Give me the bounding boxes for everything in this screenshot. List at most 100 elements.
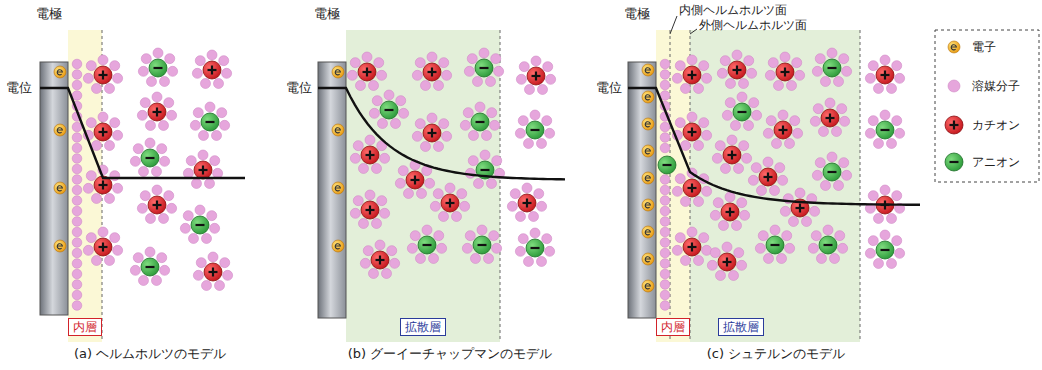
solvent-molecule (460, 201, 470, 211)
solvent-molecule (110, 118, 120, 128)
solvent-molecule (198, 131, 208, 141)
solvent-molecule (675, 61, 685, 71)
solvent-molecule (72, 269, 82, 279)
solvent-molecule (519, 62, 529, 72)
part-label: 電位 (6, 80, 32, 96)
solvent-molecule (98, 112, 108, 122)
solvent-molecule (72, 122, 82, 132)
anion (823, 163, 841, 181)
solvent-molecule (212, 131, 222, 141)
legend-text: アニオン (972, 155, 1020, 169)
solvent-molecule (486, 77, 496, 87)
solvent-molecule (72, 238, 82, 248)
cation (876, 66, 894, 84)
solvent-molecule (442, 70, 452, 80)
solvent-molecule (543, 62, 553, 72)
solvent-molecule (152, 92, 162, 102)
solvent-molecule (200, 79, 210, 89)
solvent-molecule (749, 98, 759, 108)
cation (945, 116, 963, 134)
panel-caption: (a) ヘルムホルツのモデル (74, 346, 226, 362)
solvent-molecule (830, 254, 840, 264)
solvent-molecule (694, 84, 704, 94)
solvent-molecule (537, 139, 547, 149)
solvent-molecule (72, 227, 82, 237)
solvent-molecule (660, 301, 670, 311)
solvent-molecule (687, 55, 697, 65)
solvent-molecule (191, 179, 201, 189)
layer-band (346, 30, 500, 342)
solvent-molecule (865, 73, 875, 83)
solvent-molecule (782, 231, 792, 241)
solvent-molecule (790, 116, 800, 126)
solvent-molecule (215, 281, 225, 291)
solvent-molecule (530, 228, 540, 238)
solvent-molecule (437, 243, 447, 253)
cation (683, 123, 701, 141)
electron-symbol (645, 95, 650, 100)
layer-band: 内層 (656, 30, 690, 342)
solvent-molecule (868, 61, 878, 71)
solvent-molecule (475, 102, 485, 112)
electron-symbol (645, 230, 650, 235)
electron (642, 145, 654, 157)
solvent-molecule (788, 217, 798, 227)
solvent-molecule (467, 54, 477, 64)
solvent-molecule (141, 54, 151, 64)
solvent-molecule (72, 80, 82, 90)
legend-frame (935, 30, 1039, 182)
solvent-molecule (839, 54, 849, 64)
charge-sign (156, 108, 158, 117)
charge-sign (828, 67, 837, 69)
layer-label: 拡散層 (400, 318, 446, 336)
anion (473, 236, 491, 254)
solvent-molecule (823, 225, 833, 235)
solvent-molecule (763, 157, 773, 167)
solvent-molecule (160, 265, 170, 275)
cation (148, 103, 166, 121)
solvent-molecule (83, 73, 93, 83)
solvent-molecule (694, 197, 704, 207)
solvent-molecule (892, 116, 902, 126)
solvent-molecule (785, 139, 795, 149)
solvent-molecule (472, 77, 482, 87)
panel-caption: (b) グーイーチャップマンのモデル (348, 346, 553, 362)
anion (945, 153, 963, 171)
solvent-molecule (515, 212, 525, 222)
solvent-molecule (537, 201, 547, 211)
solvent-molecule (820, 77, 830, 87)
electron-symbol (57, 186, 62, 191)
electron (642, 64, 654, 76)
solvent-molecule (873, 139, 883, 149)
solvent-molecule (763, 254, 773, 264)
solvent-molecule (72, 301, 82, 311)
solvent-molecule (756, 186, 766, 196)
charge-sign (102, 128, 104, 137)
charge-sign (156, 201, 158, 210)
cation (148, 196, 166, 214)
cation (718, 253, 736, 271)
solvent-molecule (707, 260, 717, 270)
solvent-molecule (537, 257, 547, 267)
solvent-molecule (480, 150, 490, 160)
solvent-molecule (91, 84, 101, 94)
solvent-molecule (518, 116, 528, 126)
solvent-molecule (810, 116, 820, 126)
solvent-molecule (725, 98, 735, 108)
electron (642, 91, 654, 103)
solvent-molecule (732, 221, 742, 231)
solvent-molecule (222, 68, 232, 78)
solvent-molecule (727, 135, 737, 145)
potential-curve (40, 88, 245, 178)
solvent-molecule (105, 141, 115, 151)
solvent-molecule (895, 248, 905, 258)
electron (54, 124, 66, 136)
solvent-molecule (86, 171, 96, 181)
charge-sign (691, 71, 693, 80)
solvent-molecule (195, 56, 205, 66)
charge-sign (736, 66, 738, 75)
solvent-molecule (892, 191, 902, 201)
charge-sign (481, 169, 490, 171)
solvent-molecule (515, 128, 525, 138)
solvent-molecule (113, 245, 123, 255)
